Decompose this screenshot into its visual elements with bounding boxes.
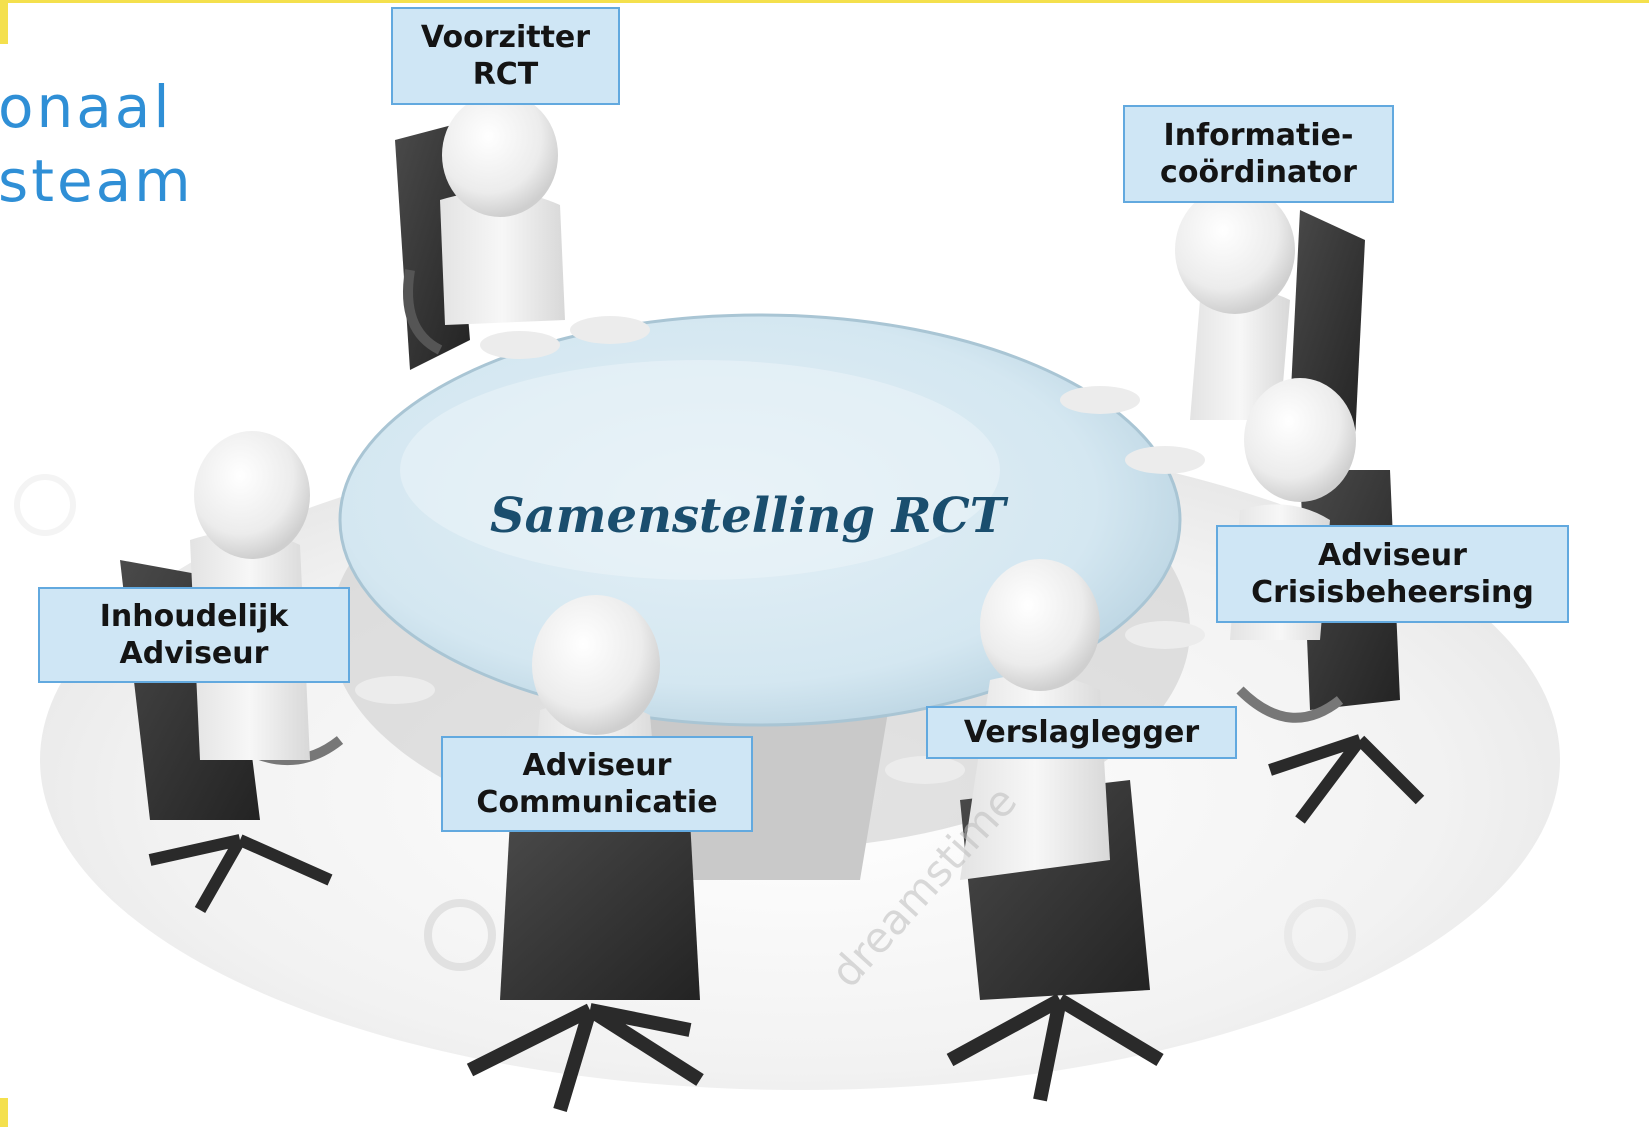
dreamstime-logo-icon [14,474,1356,971]
hands-voorzitter [480,316,650,359]
role-label-voorzitter: Voorzitter RCT [391,7,620,105]
role-label-verslaglegger: Verslaglegger [926,706,1237,759]
role-label-informatiecoordinator: Informatie- coördinator [1123,105,1394,203]
table-highlight [400,360,1000,580]
role-label-inhoudelijk-adviseur: Inhoudelijk Adviseur [38,587,350,683]
hands-informatie [1060,386,1205,474]
figure-informatie [1175,186,1295,420]
role-label-adviseur-crisisbeheersing: Adviseur Crisisbeheersing [1216,525,1569,623]
accent-bar-top [0,0,1649,3]
slide-title: onaal steam [0,73,194,215]
accent-bar-left-bottom [0,1098,8,1127]
role-label-adviseur-communicatie: Adviseur Communicatie [441,736,753,832]
figure-voorzitter [440,93,565,325]
accent-bar-left-top [0,0,8,44]
chair-communicatie [466,820,704,1113]
table-caption: Samenstelling RCT [490,488,1006,544]
